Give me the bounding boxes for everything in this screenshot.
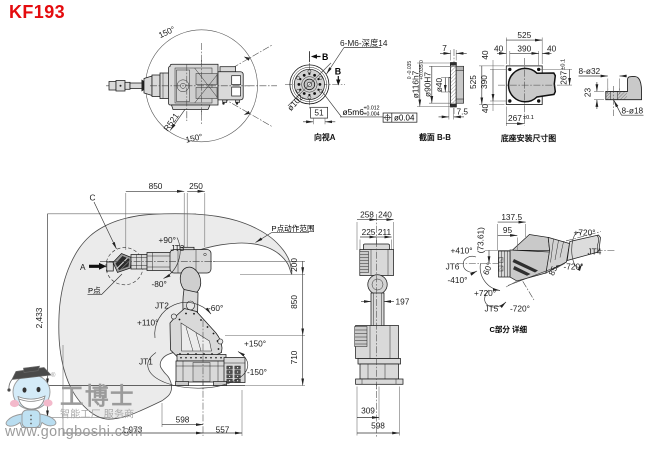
svg-text:ø40: ø40 bbox=[434, 77, 444, 92]
svg-text:+410°: +410° bbox=[451, 245, 473, 255]
svg-text:ø5m6: ø5m6 bbox=[343, 107, 365, 117]
svg-text:390: 390 bbox=[517, 43, 531, 53]
svg-text:710: 710 bbox=[289, 350, 299, 364]
svg-text:-410°: -410° bbox=[448, 275, 468, 285]
svg-text:60°: 60° bbox=[481, 261, 495, 276]
svg-text:40: 40 bbox=[480, 50, 490, 60]
svg-text:P点: P点 bbox=[88, 286, 101, 295]
svg-text:向视A: 向视A bbox=[314, 132, 336, 142]
svg-text:A: A bbox=[80, 262, 86, 272]
svg-text:-80°: -80° bbox=[152, 279, 167, 289]
svg-text:ø0.04: ø0.04 bbox=[394, 113, 415, 122]
svg-text:267: 267 bbox=[508, 113, 522, 123]
svg-text:+0.035 0: +0.035 0 bbox=[419, 60, 425, 80]
svg-text:工博士: 工博士 bbox=[60, 383, 135, 409]
svg-text:JT6: JT6 bbox=[446, 261, 460, 271]
svg-text:250: 250 bbox=[189, 181, 203, 191]
svg-text:240: 240 bbox=[378, 209, 392, 219]
svg-text:267: 267 bbox=[559, 70, 569, 84]
svg-text:557: 557 bbox=[216, 424, 230, 434]
svg-text:B: B bbox=[322, 52, 328, 62]
svg-text:850: 850 bbox=[149, 181, 163, 191]
svg-text:258: 258 bbox=[360, 209, 374, 219]
svg-text:525: 525 bbox=[468, 75, 478, 89]
svg-text:390: 390 bbox=[479, 75, 489, 89]
svg-text:85: 85 bbox=[546, 264, 559, 277]
svg-text:7: 7 bbox=[442, 43, 447, 53]
svg-text:0 -0.035: 0 -0.035 bbox=[407, 61, 413, 80]
svg-text:+0.012: +0.012 bbox=[364, 106, 380, 112]
svg-text:+720°: +720° bbox=[574, 227, 596, 237]
svg-text:JT1: JT1 bbox=[139, 357, 153, 367]
svg-text:B: B bbox=[335, 67, 341, 77]
svg-text:225: 225 bbox=[362, 227, 376, 237]
svg-text:-720°: -720° bbox=[510, 303, 530, 313]
svg-text:www.gongboshi.com: www.gongboshi.com bbox=[4, 424, 143, 440]
svg-text:598: 598 bbox=[371, 421, 385, 431]
svg-text:C部分 详细: C部分 详细 bbox=[490, 324, 528, 334]
svg-text:525: 525 bbox=[517, 30, 531, 40]
svg-text:23: 23 bbox=[583, 88, 593, 98]
svg-text:598: 598 bbox=[176, 414, 190, 424]
svg-text:+0.004: +0.004 bbox=[364, 111, 380, 117]
svg-text:197: 197 bbox=[396, 297, 410, 307]
svg-text:+90°: +90° bbox=[159, 235, 176, 245]
svg-text:KF193: KF193 bbox=[9, 2, 65, 22]
svg-text:JT2: JT2 bbox=[155, 301, 169, 311]
svg-text:200: 200 bbox=[289, 258, 299, 272]
svg-text:C: C bbox=[90, 193, 96, 203]
svg-text:850: 850 bbox=[289, 295, 299, 309]
svg-text:智能工厂 服务商: 智能工厂 服务商 bbox=[60, 408, 134, 421]
svg-text:40: 40 bbox=[480, 104, 490, 114]
svg-text:2,433: 2,433 bbox=[34, 307, 44, 328]
svg-text:+720°: +720° bbox=[474, 288, 496, 298]
svg-text:JT5: JT5 bbox=[485, 303, 499, 313]
svg-text:95: 95 bbox=[503, 225, 513, 235]
svg-text:+110°: +110° bbox=[137, 318, 158, 328]
svg-text:150°: 150° bbox=[185, 131, 204, 144]
svg-text:®: ® bbox=[51, 372, 56, 379]
svg-text:40: 40 bbox=[494, 43, 504, 53]
svg-text:ø90H7: ø90H7 bbox=[422, 72, 432, 97]
svg-text:底座安装尺寸图: 底座安装尺寸图 bbox=[501, 133, 556, 143]
svg-text:8-ø32: 8-ø32 bbox=[579, 66, 601, 76]
svg-text:P点动作范围: P点动作范围 bbox=[272, 223, 315, 233]
svg-text:137.5: 137.5 bbox=[501, 212, 522, 222]
svg-text:±0.1: ±0.1 bbox=[523, 115, 534, 121]
svg-text:51: 51 bbox=[314, 108, 324, 118]
svg-text:+150°: +150° bbox=[244, 339, 266, 349]
svg-text:ø116h7: ø116h7 bbox=[410, 70, 420, 98]
svg-text:8-ø18: 8-ø18 bbox=[622, 105, 644, 115]
svg-text:-720°: -720° bbox=[564, 262, 584, 272]
svg-text:7.5: 7.5 bbox=[457, 107, 469, 117]
svg-text:±0.1: ±0.1 bbox=[561, 59, 567, 70]
svg-text:-60°: -60° bbox=[208, 303, 223, 313]
svg-text:-150°: -150° bbox=[247, 367, 267, 377]
svg-text:309: 309 bbox=[361, 405, 375, 415]
svg-text:截面 B-B: 截面 B-B bbox=[419, 132, 451, 142]
svg-text:(73.61): (73.61) bbox=[475, 227, 485, 254]
svg-text:6-M6-深度14: 6-M6-深度14 bbox=[340, 38, 388, 48]
svg-text:JT4: JT4 bbox=[588, 247, 602, 257]
svg-text:211: 211 bbox=[378, 227, 392, 237]
svg-text:40: 40 bbox=[547, 43, 557, 53]
svg-text:1,973: 1,973 bbox=[122, 424, 143, 434]
svg-text:JT3: JT3 bbox=[171, 243, 185, 253]
